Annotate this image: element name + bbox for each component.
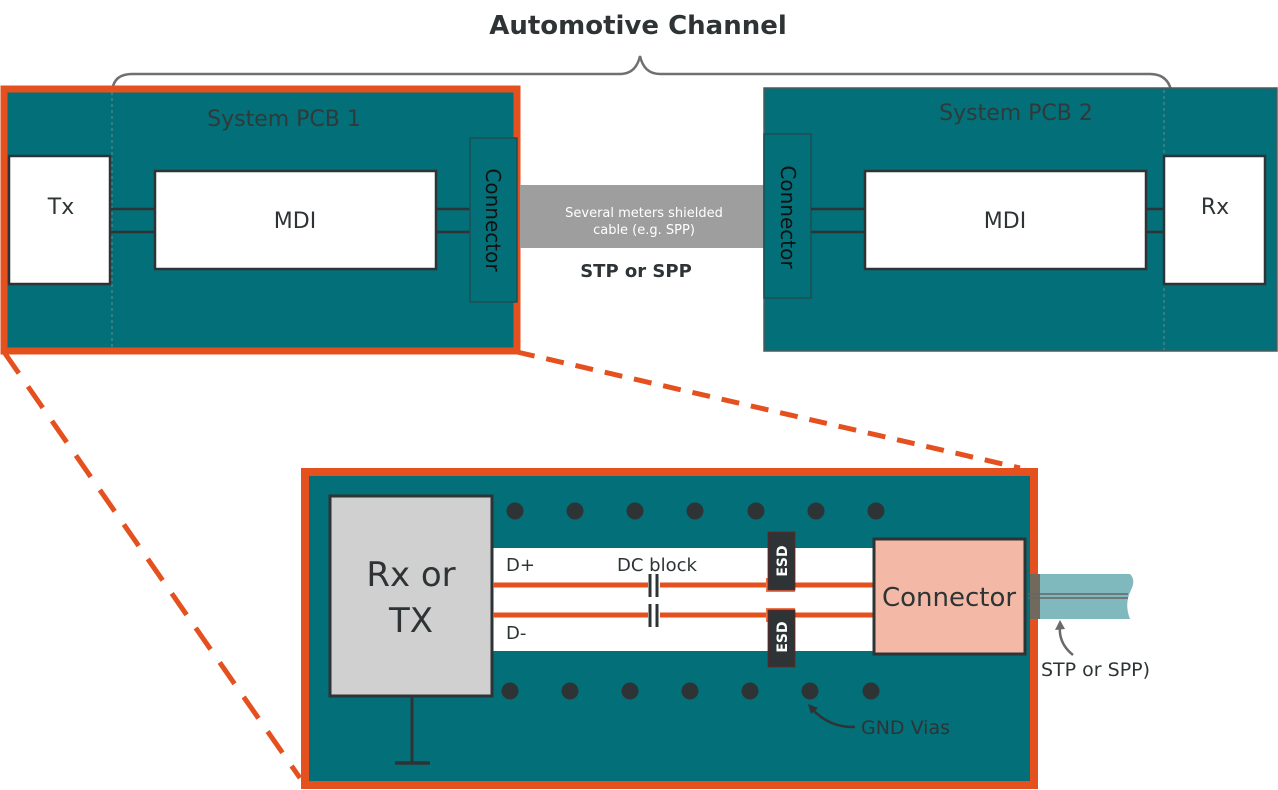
gnd-via — [621, 682, 639, 700]
rx-block — [1162, 154, 1267, 286]
cable-arrow-head — [1055, 620, 1065, 630]
cable-desc-line1: Several meters shielded — [565, 206, 723, 221]
esd-top-label: ESD — [775, 545, 791, 576]
dc-block-capacitor-minus — [648, 604, 660, 627]
gnd-via — [801, 682, 819, 700]
mdi-1-label: MDI — [274, 209, 316, 234]
zoom-line-left — [1, 350, 303, 780]
mdi-block-2 — [863, 169, 1148, 271]
gnd-via — [867, 502, 885, 520]
gnd-via — [506, 502, 524, 520]
gnd-via — [561, 682, 579, 700]
gnd-vias-arrow-head — [808, 704, 818, 714]
detail-cable-label: STP or SPP) — [1041, 659, 1150, 681]
cable-body — [520, 185, 764, 248]
connector-1-label: Connector — [481, 168, 505, 272]
pcb-2-label: System PCB 2 — [939, 101, 1093, 126]
connector-2-label: Connector — [776, 165, 800, 269]
tx-label: Tx — [47, 195, 74, 220]
detail-cable: STP or SPP) — [1028, 574, 1150, 681]
tx-block — [7, 154, 112, 286]
shielded-cable: Several meters shielded cable (e.g. SPP)… — [520, 185, 764, 282]
dc-block-capacitor-plus — [648, 574, 660, 597]
detail-connector — [872, 537, 1027, 656]
esd-component-top: ESD — [766, 531, 796, 592]
mdi-block-1 — [153, 169, 438, 271]
gnd-via — [681, 682, 699, 700]
zoom-line-right — [516, 349, 1021, 471]
signal-corridor — [493, 548, 875, 651]
detail-cable-body — [1030, 574, 1134, 619]
d-minus-label: D- — [506, 623, 526, 644]
rx-tx-chip — [328, 494, 494, 698]
gnd-vias-bottom — [501, 682, 880, 700]
gnd-via — [862, 682, 880, 700]
mdi-2-label: MDI — [984, 209, 1026, 234]
gnd-vias-arrow — [811, 708, 856, 729]
connector-1 — [469, 137, 518, 303]
gnd-via — [501, 682, 519, 700]
gnd-via — [686, 502, 704, 520]
diagram-title: Automotive Channel — [489, 11, 787, 41]
d-plus-label: D+ — [506, 555, 535, 576]
gnd-vias-label: GND Vias — [861, 717, 950, 739]
chip-label-line1: Rx or — [366, 555, 455, 595]
channel-brace — [110, 55, 1174, 97]
rx-label: Rx — [1201, 195, 1229, 220]
system-pcb-2: System PCB 2 Connector MDI Rx — [763, 87, 1278, 352]
detail-view: Rx or TX D+ D- DC block ESD — [301, 468, 1038, 789]
cable-arrow — [1058, 624, 1074, 656]
system-pcb-1: System PCB 1 Tx MDI Connector — [0, 85, 521, 355]
detail-connector-label: Connector — [882, 583, 1016, 613]
esd-component-bottom: ESD — [766, 608, 796, 668]
gnd-vias-top — [506, 502, 885, 520]
cable-desc-line2: cable (e.g. SPP) — [593, 223, 695, 238]
dc-block-label: DC block — [617, 555, 697, 576]
gnd-via — [566, 502, 584, 520]
pcb-1-label: System PCB 1 — [207, 107, 361, 132]
gnd-via — [741, 682, 759, 700]
gnd-via — [626, 502, 644, 520]
connector-2 — [763, 133, 812, 299]
cable-type-label: STP or SPP — [580, 261, 692, 282]
gnd-via — [807, 502, 825, 520]
detail-cable-ferrule — [1030, 574, 1040, 619]
chip-label-line2: TX — [388, 601, 433, 641]
gnd-via — [747, 502, 765, 520]
esd-bottom-label: ESD — [775, 621, 791, 652]
